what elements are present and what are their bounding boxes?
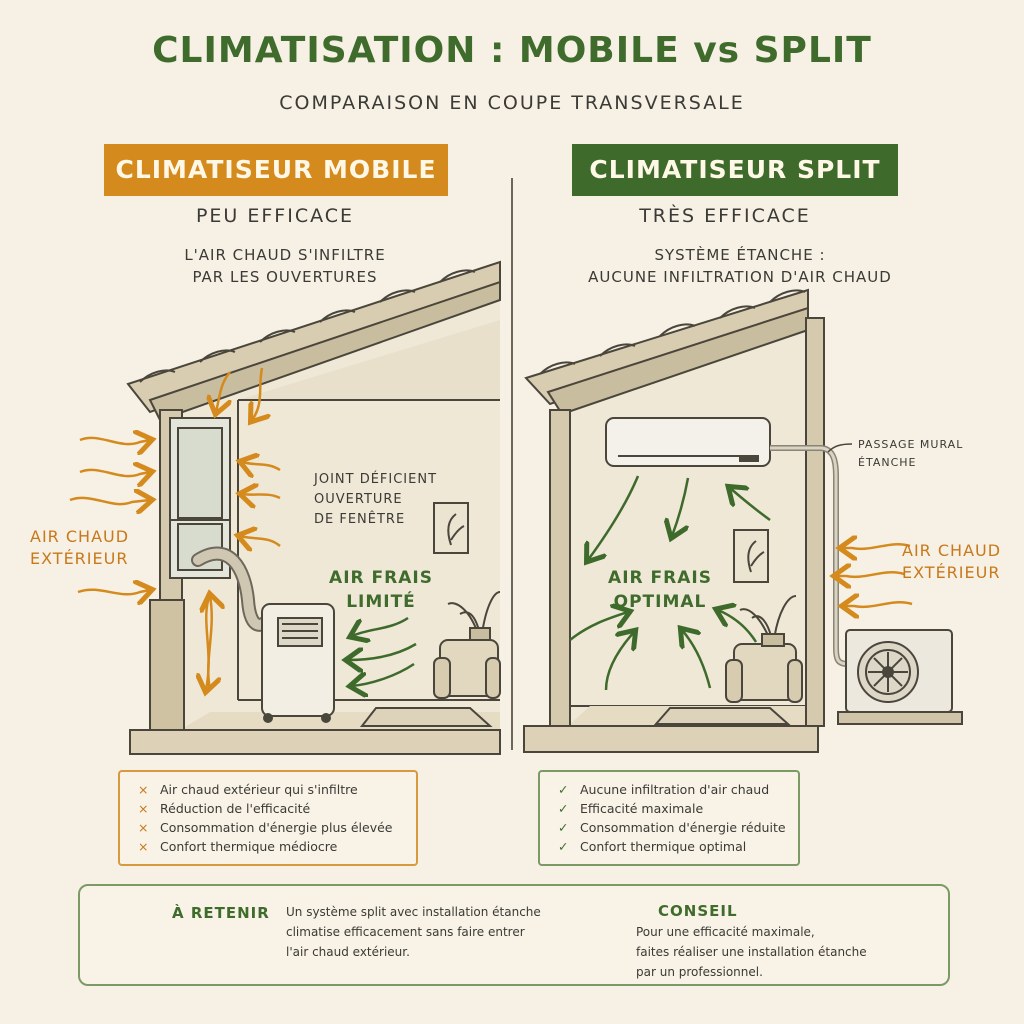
list-item: × Air chaud extérieur qui s'infiltre	[138, 780, 416, 799]
list-item: × Confort thermique médiocre	[138, 837, 416, 856]
advice-heading: CONSEIL	[658, 902, 738, 920]
plant-icon	[739, 595, 797, 647]
retain-heading: À RETENIR	[172, 904, 270, 922]
split-house	[523, 288, 963, 753]
center-divider	[511, 178, 513, 750]
cons-text: Air chaud extérieur qui s'infiltre	[160, 782, 358, 797]
check-icon: ✓	[558, 820, 569, 835]
check-icon: ✓	[558, 782, 569, 797]
split-indoor-unit-icon	[605, 417, 771, 467]
split-note: SYSTÈME ÉTANCHE : AUCUNE INFILTRATION D'…	[580, 244, 900, 288]
retain-line1: Un système split avec installation étanc…	[286, 905, 541, 919]
mobile-cons-box: × Air chaud extérieur qui s'infiltre × Réd…	[118, 770, 418, 866]
list-item: ✓ Consommation d'énergie réduite	[558, 818, 798, 837]
mobile-fresh-air-label: AIR FRAIS LIMITÉ	[326, 566, 436, 614]
split-efficiency: TRÈS EFFICACE	[639, 205, 811, 227]
mobile-fresh-air-line1: AIR FRAIS	[329, 568, 433, 588]
advice-line1: Pour une efficacité maximale,	[636, 925, 815, 939]
pros-text: Efficacité maximale	[580, 801, 704, 816]
check-icon: ✓	[558, 801, 569, 816]
cross-icon: ×	[138, 820, 149, 835]
portable-ac-icon	[261, 603, 335, 723]
split-warm-air-label: AIR CHAUD EXTÉRIEUR	[902, 540, 1001, 584]
mobile-note-line2: PAR LES OUVERTURES	[192, 268, 378, 286]
split-pros-box: ✓ Aucune infiltration d'air chaud ✓ Effica…	[538, 770, 800, 866]
outdoor-unit-icon	[837, 629, 963, 725]
split-fresh-air-line1: AIR FRAIS	[608, 568, 712, 588]
mobile-joint-label: JOINT DÉFICIENT OUVERTURE DE FENÊTRE	[314, 470, 437, 530]
list-item: ✓ Confort thermique optimal	[558, 837, 798, 856]
cons-text: Réduction de l'efficacité	[160, 801, 311, 816]
mobile-note: L'AIR CHAUD S'INFILTRE PAR LES OUVERTURE…	[150, 244, 420, 288]
cons-text: Confort thermique médiocre	[160, 839, 338, 854]
armchair-icon	[725, 643, 803, 703]
cross-icon: ×	[138, 801, 149, 816]
pros-text: Consommation d'énergie réduite	[580, 820, 786, 835]
mobile-note-line1: L'AIR CHAUD S'INFILTRE	[184, 246, 386, 264]
advice-text: Pour une efficacité maximale, faites réa…	[636, 922, 867, 982]
advice-line2: faites réaliser une installation étanche	[636, 945, 867, 959]
pros-text: Confort thermique optimal	[580, 839, 747, 854]
retain-line3: l'air chaud extérieur.	[286, 945, 410, 959]
split-banner: CLIMATISEUR SPLIT	[572, 144, 898, 196]
mobile-warm-air-arrows	[69, 367, 281, 690]
plant-icon	[447, 591, 501, 641]
check-icon: ✓	[558, 839, 569, 854]
mobile-banner: CLIMATISEUR MOBILE	[104, 144, 448, 196]
list-item: × Consommation d'énergie plus élevée	[138, 818, 416, 837]
mobile-joint-line1: JOINT DÉFICIENT	[314, 472, 438, 487]
list-item: ✓ Aucune infiltration d'air chaud	[558, 780, 798, 799]
split-passage-line1: PASSAGE MURAL	[858, 438, 964, 451]
list-item: × Réduction de l'efficacité	[138, 799, 416, 818]
retain-text: Un système split avec installation étanc…	[286, 902, 541, 962]
page-subtitle: COMPARAISON EN COUPE TRANSVERSALE	[279, 92, 745, 114]
retain-line2: climatise efficacement sans faire entrer	[286, 925, 525, 939]
mobile-fresh-air-line2: LIMITÉ	[346, 592, 416, 612]
split-note-line2: AUCUNE INFILTRATION D'AIR CHAUD	[588, 268, 892, 286]
cross-icon: ×	[138, 839, 149, 854]
split-note-line1: SYSTÈME ÉTANCHE :	[654, 246, 826, 264]
mobile-joint-line2: OUVERTURE	[314, 492, 403, 507]
mobile-fresh-air-arrows	[348, 616, 417, 686]
mobile-warm-air-line2: EXTÉRIEUR	[30, 549, 129, 568]
armchair-icon	[433, 639, 501, 699]
split-fresh-air-label: AIR FRAIS OPTIMAL	[600, 566, 720, 614]
split-passage-label: PASSAGE MURAL ÉTANCHE	[858, 436, 963, 472]
list-item: ✓ Efficacité maximale	[558, 799, 798, 818]
advice-line3: par un professionnel.	[636, 965, 763, 979]
split-passage-line2: ÉTANCHE	[858, 456, 917, 469]
mobile-joint-line3: DE FENÊTRE	[314, 512, 406, 527]
cons-text: Consommation d'énergie plus élevée	[160, 820, 393, 835]
split-fresh-air-arrows	[569, 475, 771, 691]
pros-text: Aucune infiltration d'air chaud	[580, 782, 770, 797]
cross-icon: ×	[138, 782, 149, 797]
mobile-warm-air-label: AIR CHAUD EXTÉRIEUR	[30, 526, 129, 570]
split-warm-air-arrows	[836, 544, 913, 607]
split-warm-air-line2: EXTÉRIEUR	[902, 563, 1001, 582]
summary-panel	[78, 884, 950, 986]
picture-frame-icon	[733, 529, 769, 583]
split-warm-air-line1: AIR CHAUD	[902, 541, 1002, 560]
picture-frame-icon	[433, 502, 469, 554]
page-title: CLIMATISATION : MOBILE vs SPLIT	[152, 30, 872, 71]
split-fresh-air-line2: OPTIMAL	[613, 592, 707, 612]
mobile-efficiency: PEU EFFICACE	[195, 205, 355, 227]
mobile-warm-air-line1: AIR CHAUD	[30, 527, 130, 546]
